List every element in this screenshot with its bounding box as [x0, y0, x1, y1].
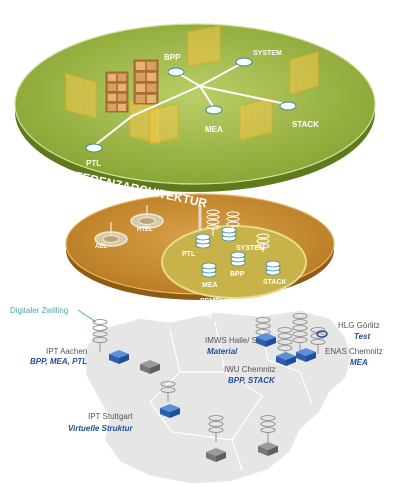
node-stack	[279, 101, 297, 111]
coil-icon	[260, 414, 276, 442]
rack	[133, 59, 159, 105]
coil-icon	[277, 326, 293, 360]
coil-icon	[160, 380, 176, 402]
pemel-label: PEMEL	[200, 298, 225, 305]
site-topic: BPP, MEA, PTL	[30, 357, 87, 366]
machine-icon-blue	[109, 350, 129, 364]
middle-platform: AEL HTEL PTL SYSTEM MEA BPP STACK PEMEL …	[65, 193, 335, 321]
machine-icon-gray	[258, 442, 278, 456]
machine-icons	[109, 330, 328, 462]
middle-node-label: MEA	[202, 282, 218, 289]
germany-map: Digitaler Zwilling IPT Aachen BPP, MEA, …	[10, 306, 383, 485]
top-node-label: PTL	[86, 159, 101, 168]
site-topic: Test	[354, 332, 370, 341]
top-platform-surface	[14, 23, 376, 185]
state-borders	[149, 321, 313, 471]
node-system	[235, 57, 253, 67]
coil-icon	[208, 414, 224, 442]
test-ring-icon	[316, 330, 328, 338]
rack	[105, 71, 129, 113]
site-topic: BPP, STACK	[228, 376, 276, 385]
storage-racks	[105, 59, 159, 113]
coil-icon	[92, 318, 108, 352]
site-topic: MEA	[350, 358, 368, 367]
middle-node-label: HTEL	[137, 227, 153, 233]
digital-twin-label: Digitaler Zwilling	[10, 306, 68, 315]
system-stack	[221, 226, 237, 242]
ael-module	[94, 222, 128, 247]
machine-icon-gray	[206, 448, 226, 462]
machine-icon-blue	[276, 352, 296, 366]
middle-node-label: AEL	[95, 244, 107, 250]
top-platform: BPP SYSTEM MEA STACK PTL REFERENZARCHITE…	[14, 23, 376, 210]
top-node-label: SYSTEM	[253, 50, 282, 57]
htel-module	[130, 205, 164, 229]
site-name: IPT Stuttgart	[88, 412, 134, 421]
stack-stack	[265, 260, 281, 276]
machine-icon-gray	[140, 360, 160, 374]
module-stacks	[195, 226, 281, 278]
bpp-stack	[230, 251, 246, 267]
node-mea	[205, 105, 223, 115]
machine-icon-blue	[256, 333, 276, 347]
site-topic: Virtuelle Struktur	[68, 424, 133, 433]
site-topic: Material	[207, 347, 238, 356]
middle-node-label: STACK	[263, 279, 287, 286]
node-ptl	[85, 143, 103, 153]
up-arrow-icon	[290, 176, 298, 196]
site-name: HLG Görlitz	[338, 321, 380, 330]
mea-stack	[201, 262, 217, 278]
site-name: IPT Aachen	[46, 347, 87, 356]
lattice-lines	[71, 27, 315, 143]
top-node-label: BPP	[164, 53, 181, 62]
ptl-stack	[195, 233, 211, 249]
site-name: ENAS Chemnitz	[325, 347, 383, 356]
machine-icon-blue	[296, 348, 316, 362]
top-nodes	[85, 57, 297, 153]
middle-node-label: PTL	[182, 251, 196, 258]
middle-node-label: SYSTEM	[236, 245, 265, 252]
top-node-label: MEA	[205, 125, 223, 134]
lattice-panels	[65, 25, 319, 145]
site-name: IMWS Halle/ S.	[205, 336, 259, 345]
node-bpp	[167, 67, 185, 77]
site-name: IWU Chemnitz	[224, 365, 276, 374]
machine-icon-blue	[160, 404, 180, 418]
middle-node-label: BPP	[230, 271, 245, 278]
top-node-label: STACK	[292, 120, 319, 129]
coil-icons	[92, 312, 326, 442]
middle-coils	[206, 209, 270, 252]
network-lines	[93, 61, 287, 147]
